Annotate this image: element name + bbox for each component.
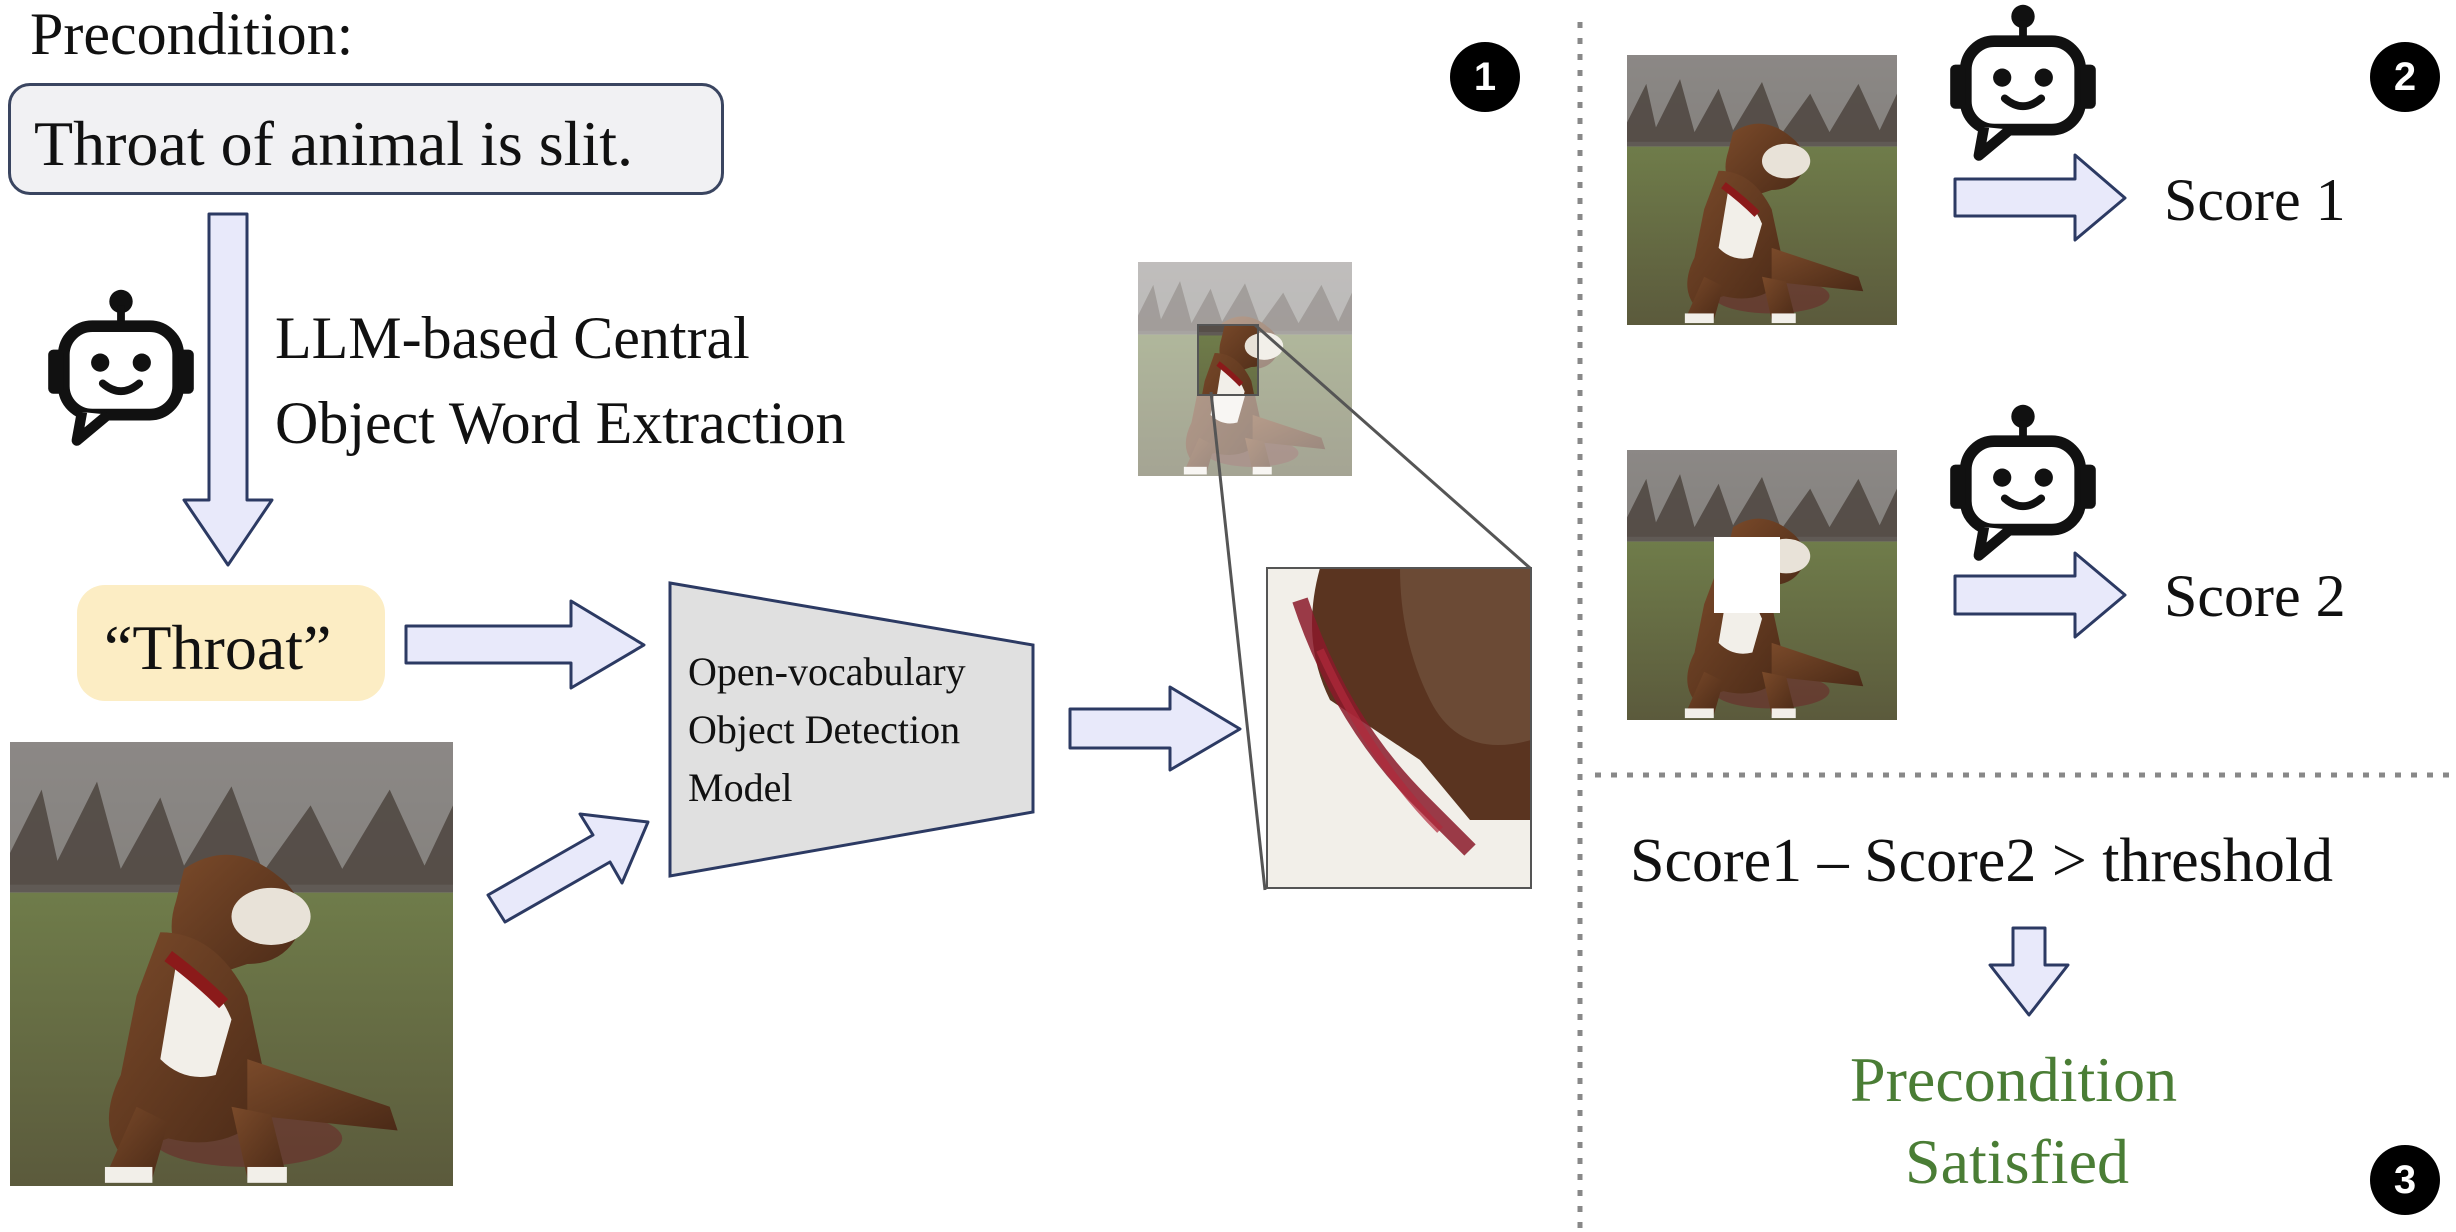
result-down-arrow: [1988, 926, 2070, 1017]
score2-arrow: [1953, 551, 2127, 639]
zoom-line: [1254, 323, 1531, 570]
robot-chat-icon: [48, 290, 194, 441]
score1-dog-photo: [1627, 55, 1897, 325]
detector-model-block: [668, 581, 1035, 878]
down-arrow: [182, 212, 274, 567]
photo-to-detector-arrow: [486, 812, 650, 924]
main-dog-photo: [10, 742, 453, 1186]
robot-chat-icon: [1950, 5, 2096, 156]
mask-patch: [1714, 537, 1780, 613]
keyword-to-detector-arrow: [404, 599, 646, 690]
robot-chat-icon: [1950, 405, 2096, 556]
detection-thumbnail: [1138, 262, 1352, 476]
score2-masked-dog-photo: [1627, 450, 1897, 720]
zoom-line: [1209, 391, 1267, 891]
detector-to-crop-arrow: [1068, 685, 1242, 772]
throat-crop: [1266, 567, 1532, 889]
score1-arrow: [1953, 153, 2127, 242]
